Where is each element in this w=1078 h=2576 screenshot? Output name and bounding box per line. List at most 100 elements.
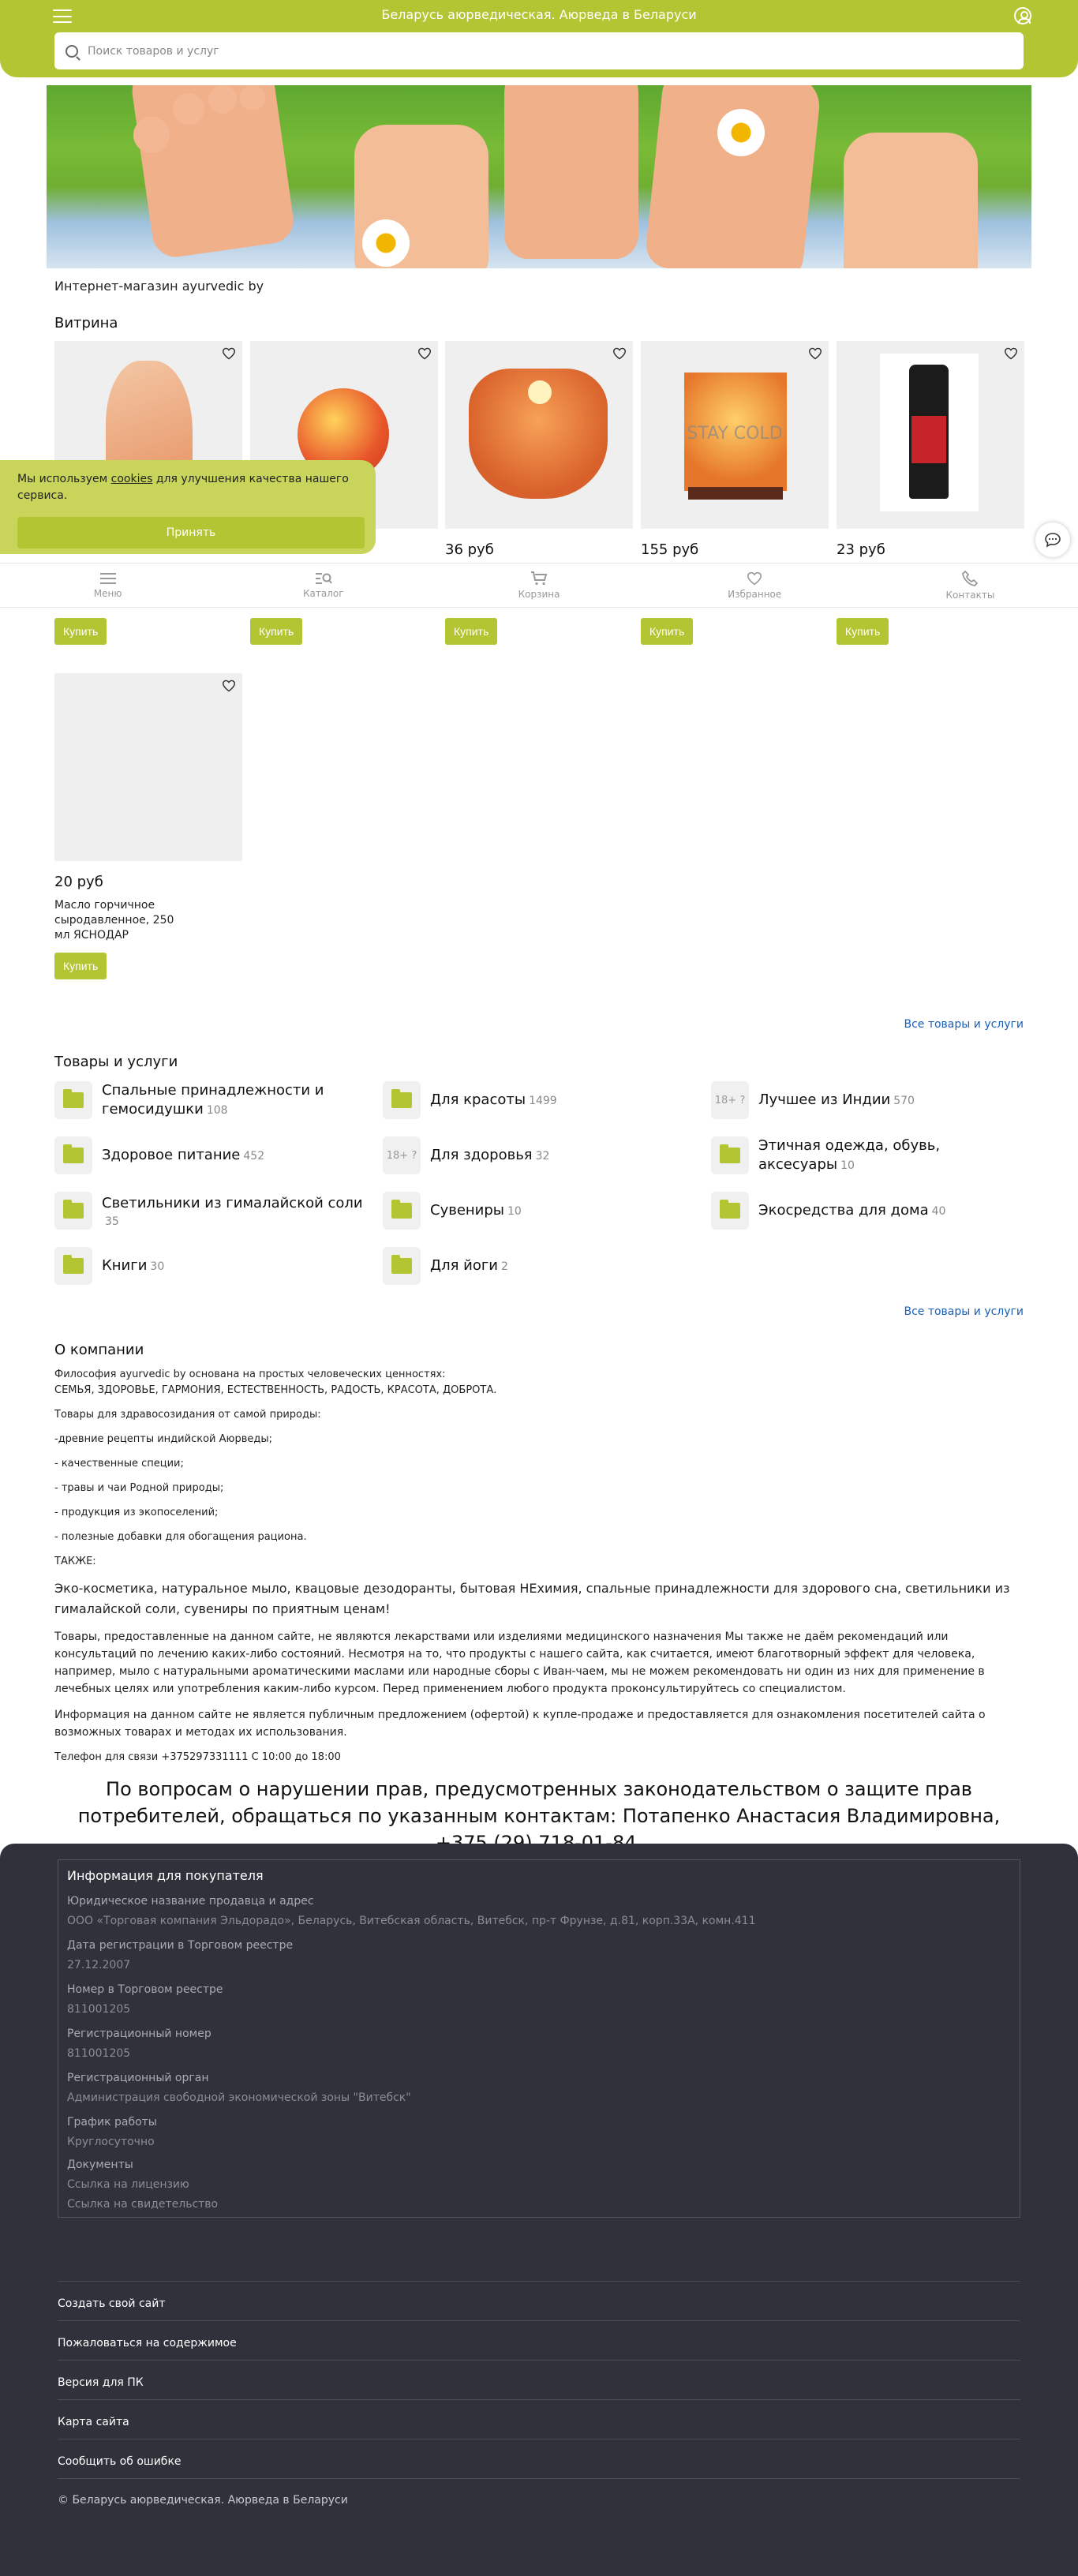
product-image[interactable] [445, 341, 633, 529]
nav-catalog-label: Каталог [303, 587, 344, 599]
product-image[interactable]: STAY COLD [641, 341, 829, 529]
about-p4: - качественные специи; [54, 1458, 184, 1470]
footer-link-complain[interactable]: Пожаловаться на содержимое [58, 2320, 1020, 2360]
category-name[interactable]: Этичная одежда, обувь, аксесуары [758, 1137, 941, 1173]
folder-icon [383, 1081, 421, 1119]
nav-menu[interactable]: Меню [0, 564, 215, 607]
buy-button[interactable]: Купить [54, 618, 107, 645]
category-name[interactable]: Для йоги [430, 1257, 498, 1274]
cart-icon [531, 571, 548, 585]
heart-icon[interactable] [1004, 347, 1018, 360]
category-name[interactable]: Сувениры [430, 1202, 505, 1219]
heart-icon[interactable] [808, 347, 822, 360]
all-goods-link[interactable]: Все товары и услуги [904, 1018, 1024, 1031]
category-name[interactable]: Спальные принадлежности и гемосидушки [102, 1082, 324, 1118]
nav-catalog[interactable]: Каталог [215, 564, 431, 607]
about-text: Философия ayurvedic by основана на прост… [54, 1367, 1024, 1774]
category-count: 10 [507, 1205, 522, 1218]
category-count: 570 [893, 1095, 915, 1107]
nav-favorites-label: Избранное [728, 588, 782, 600]
heart-icon[interactable] [417, 347, 432, 360]
all-goods-link[interactable]: Все товары и услуги [904, 1305, 1024, 1318]
footer-divider [58, 2478, 1020, 2479]
about-p3: -древние рецепты индийской Аюрведы; [54, 1433, 272, 1445]
cookies-link[interactable]: cookies [110, 473, 153, 485]
product-image[interactable] [54, 673, 242, 861]
product-card[interactable]: 20 руб Масло горчичное сыродавленное, 25… [54, 673, 242, 979]
nav-contacts[interactable]: Контакты [863, 564, 1078, 607]
nav-favorites[interactable]: Избранное [647, 564, 863, 607]
license-link[interactable]: Ссылка на лицензию [67, 2178, 189, 2191]
footer-link-pc-version[interactable]: Версия для ПК [58, 2360, 1020, 2399]
buy-button[interactable]: Купить [250, 618, 303, 645]
category-count: 108 [206, 1104, 228, 1117]
heart-icon [747, 571, 762, 585]
cookie-text: Мы используем cookies для улучшения каче… [17, 471, 358, 504]
buy-button[interactable]: Купить [54, 953, 107, 979]
banner-image [47, 85, 1031, 268]
about-p1a: Философия ayurvedic by основана на прост… [54, 1368, 446, 1380]
product-card[interactable]: STAY COLD 155 руб [641, 341, 829, 558]
nav-cart[interactable]: Корзина [431, 564, 646, 607]
site-footer: Информация для покупателя Юридическое на… [0, 1844, 1078, 2576]
site-title[interactable]: Беларусь аюрведическая. Аюрведа в Белару… [381, 7, 697, 22]
category-name[interactable]: Для здоровья [430, 1147, 533, 1163]
category-count: 2 [500, 1260, 508, 1273]
category-name[interactable]: Книги [102, 1257, 148, 1274]
user-icon[interactable] [1014, 7, 1031, 24]
menu-icon[interactable] [53, 9, 72, 23]
about-p2: Товары для здравосозидания от самой прир… [54, 1409, 321, 1421]
shop-name: Интернет-магазин ayurvedic by [54, 279, 264, 294]
chat-button[interactable] [1035, 522, 1070, 557]
about-p7: - полезные добавки для обогащения рацион… [54, 1531, 307, 1543]
about-title: О компании [54, 1342, 144, 1358]
reg-date-label: Дата регистрации в Торговом реестре [67, 1939, 294, 1952]
category-count: 10 [840, 1159, 855, 1172]
product-card[interactable]: 36 руб [445, 341, 633, 558]
product-name[interactable]: Масло горчичное сыродавленное, 250 мл ЯС… [54, 899, 174, 942]
schedule-label: График работы [67, 2116, 157, 2129]
product-image[interactable] [837, 341, 1024, 529]
category-name[interactable]: Для красоты [430, 1091, 526, 1108]
product-card[interactable]: 23 руб [837, 341, 1024, 558]
category-name[interactable]: Здоровое питание [102, 1147, 241, 1163]
buy-button[interactable]: Купить [837, 618, 889, 645]
footer-link-sitemap[interactable]: Карта сайта [58, 2399, 1020, 2439]
folder-icon [54, 1136, 92, 1174]
search-icon[interactable] [66, 44, 78, 58]
footer-link-report-error[interactable]: Сообщить об ошибке [58, 2439, 1020, 2478]
buy-button[interactable]: Купить [641, 618, 694, 645]
age-restricted-icon: 18+ ? [711, 1081, 749, 1119]
categories-title: Товары и услуги [54, 1054, 178, 1070]
product-price: 36 руб [445, 541, 494, 558]
footer-link-create-site[interactable]: Создать свой сайт [58, 2281, 1020, 2320]
category-name[interactable]: Лучшее из Индии [758, 1091, 891, 1108]
product-price: 20 руб [54, 874, 103, 890]
heart-icon[interactable] [222, 347, 236, 360]
search-input[interactable] [88, 44, 950, 58]
cookie-text-after: для улучшения качества нашего сервиса. [17, 473, 349, 502]
heart-icon[interactable] [222, 680, 236, 692]
heart-icon[interactable] [612, 347, 627, 360]
accept-cookies-button[interactable]: Принять [17, 517, 365, 549]
trade-num-label: Номер в Торговом реестре [67, 1983, 223, 1996]
buy-button[interactable]: Купить [445, 618, 498, 645]
folder-icon [711, 1192, 749, 1230]
bottom-nav: Меню Каталог Корзина Избранное Контакты [0, 563, 1078, 608]
cookie-text-before: Мы используем [17, 473, 111, 485]
about-p10: Товары, предоставленные на данном сайте,… [54, 1631, 985, 1695]
certificate-link[interactable]: Ссылка на свидетельство [67, 2198, 219, 2211]
category-name[interactable]: Светильники из гималайской соли [102, 1194, 363, 1211]
category-name[interactable]: Экосредства для дома [758, 1202, 929, 1219]
